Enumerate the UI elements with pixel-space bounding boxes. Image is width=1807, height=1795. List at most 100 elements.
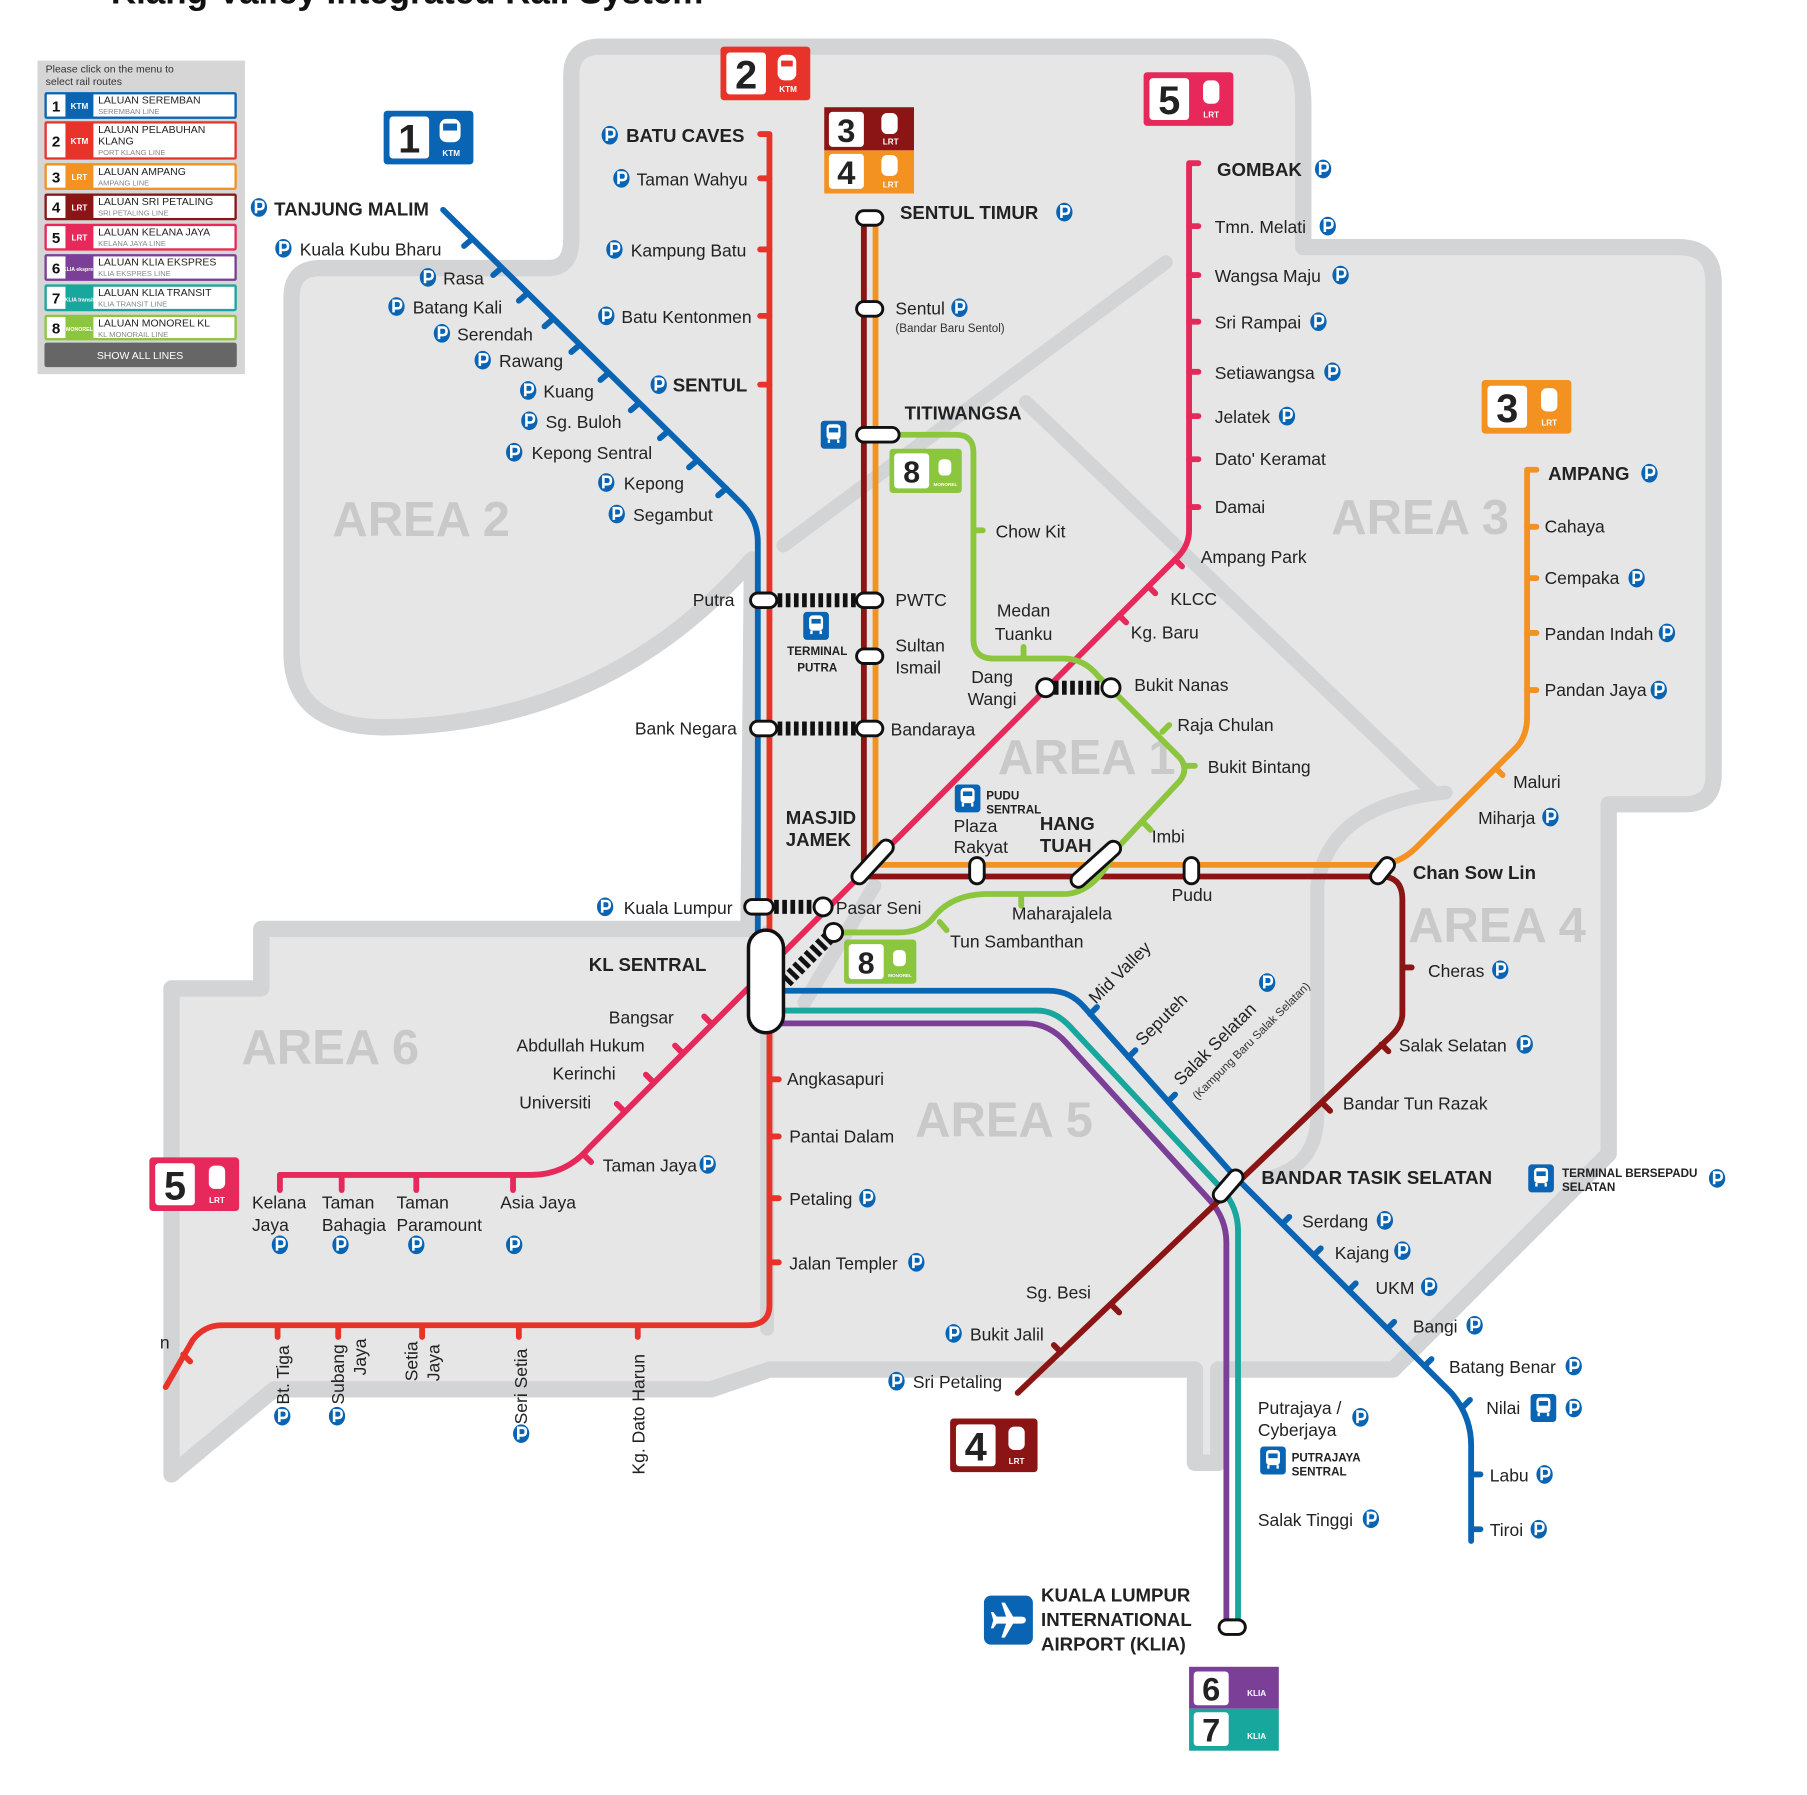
station-label[interactable]: Nilai — [1486, 1398, 1520, 1418]
station-label[interactable]: Putra — [693, 590, 735, 610]
station-label[interactable]: Kajang — [1335, 1243, 1389, 1263]
station-label[interactable]: Setiawangsa — [1215, 363, 1315, 383]
station-label[interactable]: Ampang Park — [1201, 547, 1307, 567]
station-label[interactable]: JAMEK — [786, 829, 852, 850]
station-label[interactable]: Taman Wahyu — [637, 169, 748, 189]
station-label[interactable]: KL SENTRAL — [589, 954, 707, 975]
station-label[interactable]: Jalan Templer — [789, 1253, 898, 1273]
station-label[interactable]: Bukit Bintang — [1208, 757, 1311, 777]
station-label[interactable]: Taman Jaya — [603, 1155, 697, 1175]
station-label[interactable]: Bukit Nanas — [1134, 675, 1228, 695]
station-label[interactable]: Bank Negara — [635, 718, 737, 738]
line-badge-3[interactable]: 3 LRT — [1481, 379, 1572, 434]
station-label[interactable]: Bandar Tun Razak — [1343, 1094, 1488, 1114]
station-label[interactable]: Dato' Keramat — [1215, 449, 1326, 469]
station-label[interactable]: Batang Kali — [413, 298, 502, 318]
station-label[interactable]: Pudu — [1172, 885, 1213, 905]
station-label[interactable]: Salak Selatan — [1399, 1035, 1507, 1055]
station-label[interactable]: Tuanku — [995, 624, 1053, 644]
port-klang-line[interactable] — [162, 131, 773, 1390]
station-label[interactable]: Cahaya — [1545, 517, 1605, 537]
station-label[interactable]: HANG — [1040, 813, 1095, 834]
station-label[interactable]: Raja Chulan — [1177, 715, 1273, 735]
station-label[interactable]: Bahagia — [322, 1215, 386, 1235]
station-label[interactable]: INTERNATIONAL — [1041, 1609, 1192, 1630]
station-label[interactable]: Taman — [396, 1193, 448, 1213]
station-label[interactable]: Jaya — [350, 1338, 370, 1375]
station-label[interactable]: Kampung Batu — [631, 240, 747, 260]
station-label[interactable]: Kerinchi — [552, 1063, 615, 1083]
station-label[interactable]: Tun Sambanthan — [950, 932, 1083, 952]
station-label[interactable]: Serdang — [1302, 1211, 1368, 1231]
station-label[interactable]: Pandan Indah — [1545, 624, 1654, 644]
line-badge-1[interactable]: 1 KTM — [383, 110, 474, 165]
station-label[interactable]: Labu — [1490, 1465, 1529, 1485]
station-label[interactable]: Bukit Jalil — [970, 1324, 1044, 1344]
station-label[interactable]: Wangi — [968, 689, 1017, 709]
station-label[interactable]: Seri Setia — [511, 1348, 531, 1424]
station-label[interactable]: Rasa — [443, 268, 484, 288]
station-label[interactable]: Putrajaya / — [1258, 1398, 1342, 1418]
station-label[interactable]: Bandaraya — [891, 719, 976, 739]
station-label[interactable]: AMPANG — [1548, 463, 1629, 484]
line-badge-5[interactable]: 5 LRT — [149, 1157, 240, 1212]
station-label[interactable]: Wangsa Maju — [1215, 266, 1321, 286]
station-label[interactable]: Angkasapuri — [787, 1069, 884, 1089]
station-label[interactable]: Rawang — [499, 351, 563, 371]
station-label[interactable]: Subang — [328, 1344, 348, 1404]
station-label[interactable]: Medan — [997, 601, 1050, 621]
station-label[interactable]: Maluri — [1513, 772, 1561, 792]
station-label[interactable]: Pantai Dalam — [789, 1126, 894, 1146]
station-label[interactable]: Chan Sow Lin — [1413, 862, 1536, 883]
station-label[interactable]: Sri Rampai — [1215, 313, 1301, 333]
station-label[interactable]: Asia Jaya — [500, 1193, 576, 1213]
monorail-line[interactable] — [830, 431, 1188, 936]
station-label[interactable]: BATU CAVES — [626, 125, 744, 146]
station-label[interactable]: Dang — [971, 667, 1013, 687]
station-label[interactable]: Kg. Baru — [1131, 623, 1199, 643]
station-label[interactable]: Cempaka — [1545, 568, 1620, 588]
station-label[interactable]: Cyberjaya — [1258, 1420, 1337, 1440]
station-label[interactable]: Bangi — [1413, 1316, 1458, 1336]
interchange-station[interactable] — [850, 838, 895, 886]
line-badge-4[interactable]: 4 LRT — [950, 1418, 1038, 1473]
interchange-station[interactable] — [1369, 856, 1396, 886]
station-label[interactable]: Sg. Besi — [1026, 1282, 1091, 1302]
station-label[interactable]: AIRPORT (KLIA) — [1041, 1633, 1186, 1654]
station-label[interactable]: SENTUL TIMUR — [900, 202, 1039, 223]
station-label[interactable]: Sentul — [895, 299, 945, 319]
station-label[interactable]: Abdullah Hukum — [517, 1035, 645, 1055]
station-label[interactable]: Plaza — [954, 816, 998, 836]
station-label[interactable]: Bt. Tiga — [273, 1345, 293, 1405]
station-label[interactable]: Jaya — [252, 1215, 289, 1235]
interchange-station[interactable] — [1211, 1168, 1245, 1204]
station-label[interactable]: Serendah — [457, 324, 533, 344]
station-label[interactable]: Maharajalela — [1012, 904, 1112, 924]
station-label[interactable]: Kepong Sentral — [532, 443, 652, 463]
station-label[interactable]: Cheras — [1428, 961, 1485, 981]
station-label[interactable]: Tmn. Melati — [1215, 217, 1306, 237]
station-label[interactable]: Sri Petaling — [913, 1372, 1002, 1392]
station-label[interactable]: Jelatek — [1215, 407, 1271, 427]
station-label[interactable]: Imbi — [1152, 827, 1185, 847]
station-label[interactable]: Tiroi — [1490, 1520, 1523, 1540]
station-label[interactable]: Batu Kentonmen — [621, 307, 751, 327]
klia-transit-line[interactable] — [772, 1007, 1241, 1631]
station-label[interactable]: KUALA LUMPUR — [1041, 1585, 1191, 1606]
station-label[interactable]: MASJID — [786, 807, 856, 828]
station-label[interactable]: BANDAR TASIK SELATAN — [1261, 1167, 1492, 1188]
station-label[interactable]: Kelana — [252, 1193, 307, 1213]
station-label[interactable]: Taman — [322, 1193, 374, 1213]
line-badge-5[interactable]: 5 LRT — [1143, 72, 1234, 126]
station-label[interactable]: Pandan Jaya — [1545, 680, 1647, 700]
station-label[interactable]: Salak Tinggi — [1258, 1510, 1353, 1530]
station-label[interactable]: Ismail — [895, 658, 941, 678]
interchange-station[interactable] — [1069, 839, 1123, 889]
line-badge-8[interactable]: 8 MONOREL — [889, 448, 962, 494]
